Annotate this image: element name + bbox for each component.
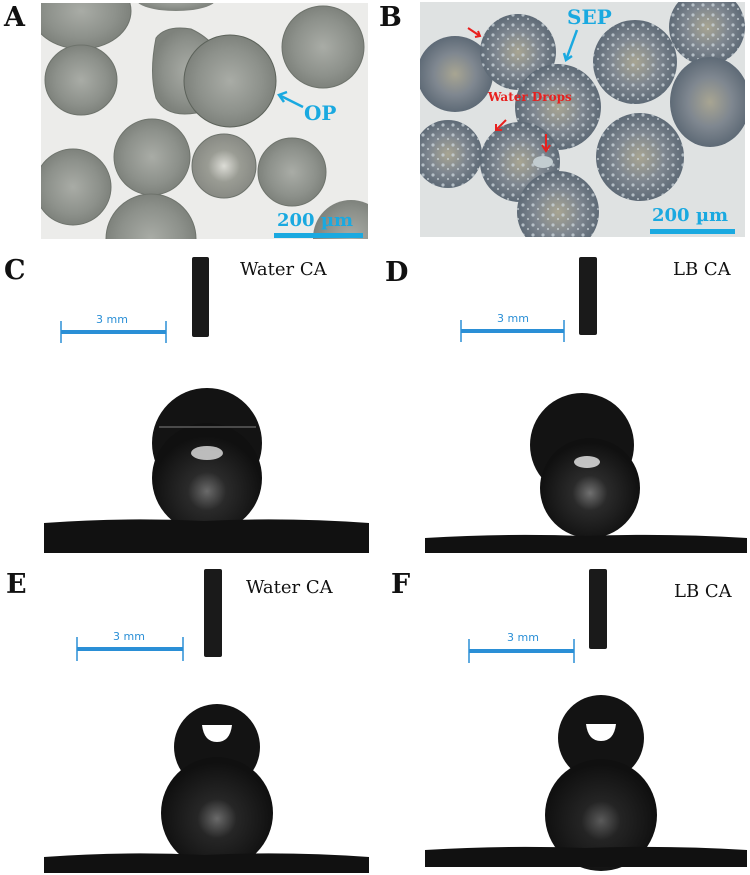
- ca-label-f: LB CA: [674, 581, 732, 602]
- panel-a: A: [0, 0, 375, 245]
- contact-angle-image-e: 3 mm Water CA: [44, 567, 369, 873]
- panel-d: D 3 mm LB CA: [375, 245, 750, 555]
- annotation-arrows-icon: [467, 27, 735, 234]
- droplet-image: [425, 257, 747, 553]
- panel-letter-d: D: [385, 257, 409, 288]
- panel-c: C 3 mm Water CA: [0, 245, 375, 555]
- droplet-image: [44, 257, 369, 553]
- scale-bar-a-label: 200 µm: [277, 210, 354, 231]
- op-label: OP: [304, 101, 337, 125]
- contact-angle-image-d: 3 mm LB CA: [425, 255, 747, 553]
- particles-image: [41, 3, 368, 239]
- scale-bar-c-label: 3 mm: [96, 313, 128, 326]
- micrograph-op: OP 200 µm: [41, 3, 368, 239]
- panel-letter-f: F: [391, 569, 411, 600]
- op-arrow-icon: [274, 90, 363, 238]
- panel-f: F 3 mm LB CA: [375, 555, 750, 875]
- scale-bar-f-label: 3 mm: [507, 631, 539, 644]
- ca-label-e: Water CA: [246, 577, 333, 598]
- water-drops-label: Water Drops: [488, 90, 572, 104]
- panel-e: E 3 mm Water CA: [0, 555, 375, 875]
- panel-letter-c: C: [4, 255, 26, 286]
- scale-bar-d-label: 3 mm: [497, 312, 529, 325]
- contact-angle-image-f: 3 mm LB CA: [425, 567, 747, 873]
- ca-label-c: Water CA: [240, 259, 327, 280]
- scale-bar-b-label: 200 µm: [652, 205, 729, 226]
- ca-label-d: LB CA: [673, 259, 731, 280]
- droplet-image: [44, 569, 369, 873]
- sep-label: SEP: [567, 5, 612, 29]
- contact-angle-image-c: 3 mm Water CA: [44, 255, 369, 553]
- scale-bar-e-label: 3 mm: [113, 630, 145, 643]
- micrograph-sep: SEP Water Drops 200 µm: [420, 2, 745, 237]
- panel-letter-a: A: [4, 2, 25, 33]
- droplet-image: [425, 569, 747, 871]
- particles-image: [420, 2, 745, 237]
- panel-letter-e: E: [6, 569, 27, 600]
- panel-b: B: [375, 0, 750, 245]
- panel-letter-b: B: [379, 2, 402, 33]
